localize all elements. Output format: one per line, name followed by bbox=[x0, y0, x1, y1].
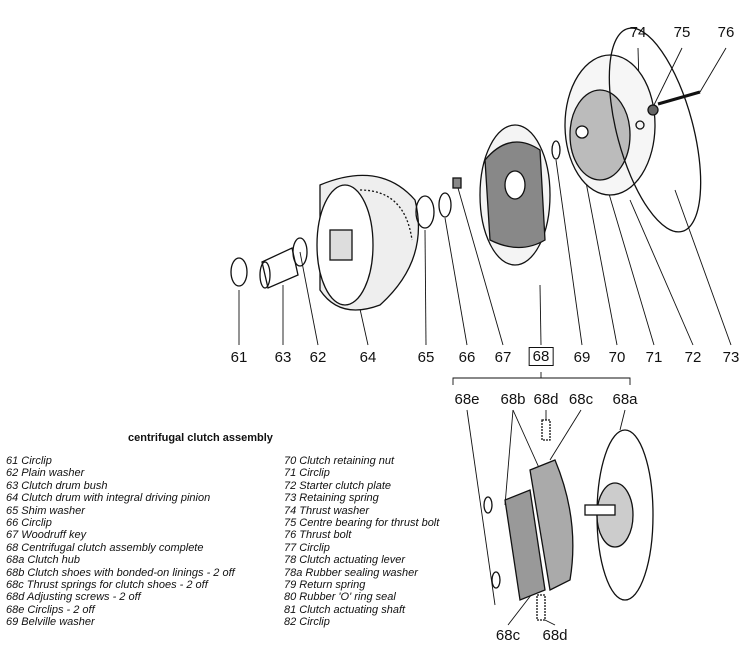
callout-61: 61 bbox=[230, 349, 248, 366]
legend-item: 81 Clutch actuating shaft bbox=[284, 603, 406, 616]
callout-68d: 68d bbox=[533, 391, 559, 408]
legend-item: 68e Circlips - 2 off bbox=[6, 603, 95, 616]
legend-item: 78a Rubber sealing washer bbox=[284, 566, 418, 579]
thrust-bolt-parts bbox=[635, 90, 701, 130]
legend-item: 61 Circlip bbox=[6, 455, 52, 467]
callout-67: 67 bbox=[494, 349, 512, 366]
legend-item: 64 Clutch drum with integral driving pin… bbox=[6, 492, 211, 505]
callout-73: 73 bbox=[722, 349, 740, 366]
callout-64: 64 bbox=[359, 349, 377, 366]
callout-68b: 68b bbox=[500, 391, 526, 408]
callout-76: 76 bbox=[717, 24, 735, 41]
legend-item: 72 Starter clutch plate bbox=[284, 479, 392, 492]
legend-item: 75 Centre bearing for thrust bolt bbox=[284, 517, 440, 530]
callout-71: 71 bbox=[645, 349, 663, 366]
starter-clutch-plate-72 bbox=[564, 54, 656, 196]
legend-item: 68d Adjusting screws - 2 off bbox=[6, 591, 141, 604]
legend-item: 68a Clutch hub bbox=[6, 554, 80, 567]
legend-item: 78 Clutch actuating lever bbox=[284, 554, 406, 567]
legend-item: 67 Woodruff key bbox=[6, 529, 87, 542]
callout-68e: 68e bbox=[454, 391, 480, 408]
clutch-drum-64 bbox=[316, 174, 420, 311]
callout-68c: 68c bbox=[568, 391, 594, 408]
legend-item: 82 Circlip bbox=[284, 616, 330, 629]
parts-legend-left: 61 Circlip 62 Plain washer 63 Clutch dru… bbox=[6, 455, 235, 629]
callout-65: 65 bbox=[417, 349, 435, 366]
shim-washer-65 bbox=[415, 195, 435, 229]
legend-item: 63 Clutch drum bush bbox=[6, 479, 108, 492]
callout-68c-lower: 68c bbox=[495, 627, 521, 644]
clutch-subassembly-exploded bbox=[483, 419, 654, 621]
callout-70: 70 bbox=[608, 349, 626, 366]
parts-legend-right: 70 Clutch retaining nut 71 Circlip 72 St… bbox=[284, 455, 439, 629]
circlip-61 bbox=[230, 257, 248, 287]
legend-item: 66 Circlip bbox=[6, 517, 52, 530]
clutch-drum-bush-63 bbox=[259, 237, 308, 289]
legend-item: 79 Return spring bbox=[284, 579, 366, 592]
retaining-spring-73 bbox=[608, 27, 702, 233]
legend-item: 74 Thrust washer bbox=[284, 504, 369, 517]
centrifugal-clutch-assembly-68 bbox=[479, 124, 551, 266]
legend-item: 76 Thrust bolt bbox=[284, 529, 352, 542]
callout-75: 75 bbox=[673, 24, 691, 41]
callout-68a: 68a bbox=[612, 391, 638, 408]
legend-item: 69 Belville washer bbox=[6, 616, 95, 629]
legend-item: 80 Rubber 'O' ring seal bbox=[284, 591, 396, 604]
callout-69: 69 bbox=[573, 349, 591, 366]
callout-62: 62 bbox=[309, 349, 327, 366]
callout-74: 74 bbox=[629, 24, 647, 41]
legend-item: 68b Clutch shoes with bonded-on linings … bbox=[6, 566, 235, 579]
legend-item: 71 Circlip bbox=[284, 467, 330, 480]
belville-washer-69 bbox=[551, 140, 561, 160]
callout-68: 68 bbox=[528, 347, 554, 366]
callout-63: 63 bbox=[274, 349, 292, 366]
diagram-title: centrifugal clutch assembly bbox=[128, 432, 273, 444]
woodruff-key-67 bbox=[452, 177, 462, 189]
callout-66: 66 bbox=[458, 349, 476, 366]
legend-item: 68 Centrifugal clutch assembly complete bbox=[6, 541, 204, 554]
legend-item: 70 Clutch retaining nut bbox=[284, 455, 395, 467]
legend-item: 73 Retaining spring bbox=[284, 492, 379, 505]
legend-item: 62 Plain washer bbox=[6, 467, 85, 480]
legend-item: 77 Circlip bbox=[284, 541, 330, 554]
legend-item: 65 Shim washer bbox=[6, 504, 85, 517]
legend-item: 68c Thrust springs for clutch shoes - 2 … bbox=[6, 579, 208, 592]
circlip-66 bbox=[438, 192, 452, 218]
callout-72: 72 bbox=[684, 349, 702, 366]
callout-68d-lower: 68d bbox=[542, 627, 568, 644]
